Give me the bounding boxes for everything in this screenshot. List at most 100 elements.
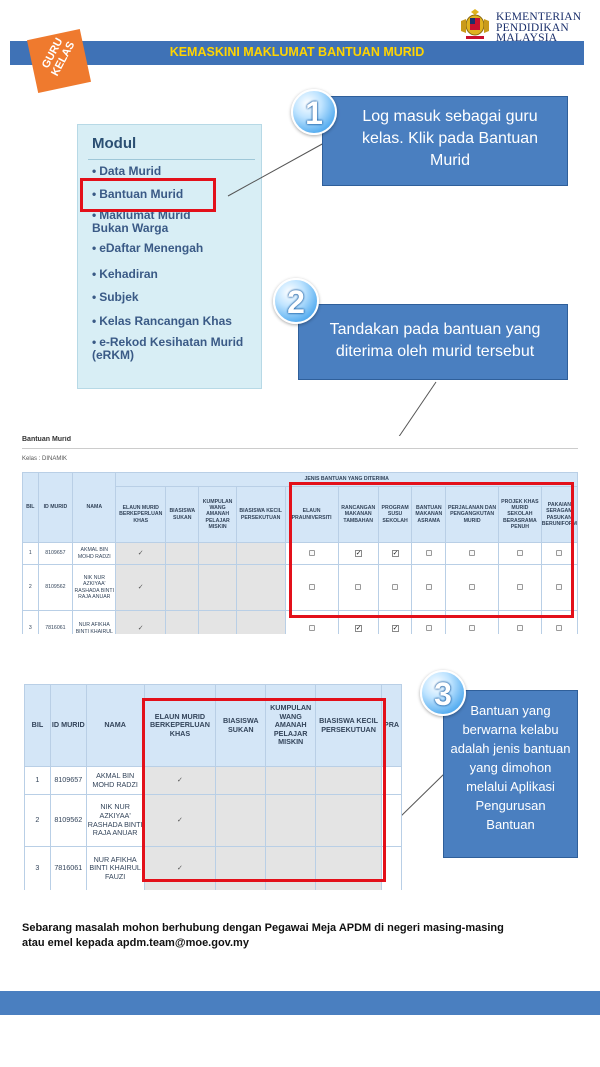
- table-row: 2 8109562 NIK NUR AZKIYAA' RASHADA BINTI…: [22, 564, 578, 611]
- ministry-logo: KEMENTERIAN PENDIDIKAN MALAYSIA: [458, 8, 596, 43]
- checkbox-perjalanan[interactable]: [469, 550, 476, 557]
- check-mark-icon: ✓: [177, 817, 183, 825]
- check-mark-icon: ✓: [177, 777, 183, 785]
- contact-note: Sebarang masalah mohon berhubung dengan …: [22, 921, 582, 951]
- module-menu-title: Modul: [92, 135, 137, 152]
- menu-item-label: eDaftar Menengah: [99, 241, 204, 255]
- callout-step-2-text: Tandakan pada bantuan yang diterima oleh…: [329, 321, 541, 360]
- cell-grey: [215, 794, 267, 847]
- checkbox-projek-khas[interactable]: [516, 584, 523, 591]
- checkbox-projek-khas[interactable]: [516, 625, 523, 632]
- checkbox-elaun-prauniversiti[interactable]: [308, 550, 315, 557]
- menu-item-label: Bantuan Murid: [99, 187, 184, 201]
- menu-item-subjek[interactable]: •Subjek: [92, 291, 139, 304]
- cell-grey: [198, 610, 237, 634]
- cell-nama: AKMAL BIN MOHD RADZI: [85, 766, 145, 795]
- cell-nama: NIK NUR AZKIYAA' RASHADA BINTI RAJA ANUA…: [85, 794, 145, 847]
- callout-step-1-text: Log masuk sebagai guru kelas. Klik pada …: [361, 108, 539, 169]
- menu-item-kehadiran[interactable]: •Kehadiran: [92, 268, 158, 281]
- bullet-icon: •: [92, 187, 97, 201]
- checkbox-susu[interactable]: [392, 584, 399, 591]
- checkbox-perjalanan[interactable]: [469, 584, 476, 591]
- screenshot-page-title: Bantuan Murid: [22, 436, 71, 443]
- checkbox-perjalanan[interactable]: [469, 625, 476, 632]
- checkbox-projek-khas[interactable]: [516, 550, 523, 557]
- checkbox-makanan-asrama[interactable]: [425, 625, 432, 632]
- connector-step-3: [396, 773, 445, 821]
- cell-nama: NUR AFIKHA BINTI KHAIRUL: [72, 610, 117, 634]
- cell-grey: [165, 564, 200, 611]
- menu-item-edaftar-menengah[interactable]: •eDaftar Menengah: [92, 242, 203, 255]
- cell-grey: [165, 610, 200, 634]
- menu-item-label: Kehadiran: [99, 267, 158, 281]
- highlight-grey-columns: [142, 698, 386, 882]
- cell-bil: 2: [24, 794, 51, 847]
- contact-note-line-1: Sebarang masalah mohon berhubung dengan …: [22, 922, 504, 934]
- cell-checkbox: [337, 564, 379, 611]
- cell-nama: NUR AFIKHA BINTI KHAIRUL FAUZI: [85, 846, 145, 890]
- checkbox-makanan-asrama[interactable]: [425, 550, 432, 557]
- menu-item-kelas-rancangan-khas[interactable]: •Kelas Rancangan Khas: [92, 315, 232, 328]
- col-nama: NAMA: [72, 472, 117, 543]
- bullet-icon: •: [92, 241, 97, 255]
- checkbox-elaun-prauniversiti[interactable]: [308, 584, 315, 591]
- checkbox-pakaian-seragam[interactable]: [556, 584, 563, 591]
- checkbox-rmt[interactable]: ✓: [354, 549, 362, 557]
- checkbox-elaun-prauniversiti[interactable]: [308, 625, 315, 632]
- checkbox-susu[interactable]: ✓: [391, 549, 399, 557]
- module-menu-divider: [88, 159, 255, 160]
- col-id-murid: ID MURID: [49, 684, 87, 767]
- table-row: 1 8109657 AKMAL BIN MOHD RADZI ✓: [24, 766, 402, 795]
- check-mark-icon: ✓: [137, 624, 144, 632]
- checkbox-rmt[interactable]: [355, 584, 362, 591]
- check-mark-icon: ✓: [137, 549, 144, 557]
- cell-bil: 3: [22, 610, 39, 634]
- cell-checkbox: [498, 564, 542, 611]
- grey-bantuan-table: BIL ID MURID NAMA ELAUN MURID BERKEPERLU…: [24, 684, 402, 890]
- malaysia-crest-icon: [461, 9, 489, 39]
- callout-step-3: Bantuan yang berwarna kelabu adalah jeni…: [443, 690, 578, 858]
- cell-grey: ✓: [143, 846, 217, 890]
- step-3-badge: 3: [420, 670, 466, 716]
- menu-item-erkm[interactable]: •e-Rekod Kesihatan Murid (eRKM): [92, 336, 252, 362]
- col-nama: NAMA: [85, 684, 145, 767]
- checkbox-makanan-asrama[interactable]: [425, 584, 432, 591]
- menu-item-label: e-Rekod Kesihatan Murid (eRKM): [92, 335, 244, 362]
- bullet-icon: •: [92, 290, 97, 304]
- cell-checkbox: [284, 542, 339, 565]
- col-elaun-prauniversiti: ELAUN PRAUNIVERSITI: [284, 486, 339, 543]
- bullet-icon: •: [92, 208, 97, 222]
- checkbox-pakaian-seragam[interactable]: [556, 550, 563, 557]
- ministry-line-1: KEMENTERIAN: [496, 11, 582, 23]
- cell-grey: ✓: [143, 766, 217, 795]
- cell-grey: [215, 846, 267, 890]
- cell-checkbox: [411, 564, 447, 611]
- menu-item-label: Subjek: [99, 290, 139, 304]
- callout-step-1: Log masuk sebagai guru kelas. Klik pada …: [322, 96, 568, 186]
- cell-bil: 2: [22, 564, 39, 611]
- menu-item-bantuan-murid[interactable]: •Bantuan Murid: [92, 188, 183, 201]
- col-bil: BIL: [24, 684, 51, 767]
- table-row: 1 8109657 AKMAL BIN MOHD RADZI ✓ ✓ ✓: [22, 542, 578, 565]
- menu-item-maklumat-murid-bukan-warga[interactable]: •Maklumat Murid Bukan Warga: [92, 209, 202, 235]
- cell-checkbox: [445, 564, 500, 611]
- cell-checkbox: [540, 542, 578, 565]
- highlight-bantuan-murid: [80, 178, 216, 212]
- cell-nama: AKMAL BIN MOHD RADZI: [72, 542, 117, 565]
- step-1-badge: 1: [291, 89, 337, 135]
- table-row: 3 7816061 NUR AFIKHA BINTI KHAIRUL FAUZI…: [24, 846, 402, 890]
- cell-bil: 1: [24, 766, 51, 795]
- menu-item-data-murid[interactable]: •Data Murid: [92, 165, 161, 178]
- checkbox-rmt[interactable]: ✓: [354, 624, 362, 632]
- table-header-row: ELAUN MURID BERKEPERLUAN KHAS BIASISWA S…: [23, 486, 578, 543]
- cell-id-murid: 8109562: [37, 564, 74, 611]
- cell-grey: [315, 846, 382, 890]
- col-elaun-murid-berkeperluan-khas: ELAUN MURID BERKEPERLUAN KHAS: [115, 486, 167, 543]
- contact-note-line-2: atau emel kepada apdm.team@moe.gov.my: [22, 937, 249, 949]
- checkbox-pakaian-seragam[interactable]: [556, 625, 563, 632]
- cell-grey: [198, 542, 237, 565]
- col-perjalanan-pengangkutan: PERJALANAN DAN PENGANGKUTAN MURID: [445, 486, 500, 543]
- checkbox-susu[interactable]: ✓: [391, 624, 399, 632]
- cell-grey: [235, 542, 286, 565]
- cell-id-murid: 7816061: [37, 610, 74, 634]
